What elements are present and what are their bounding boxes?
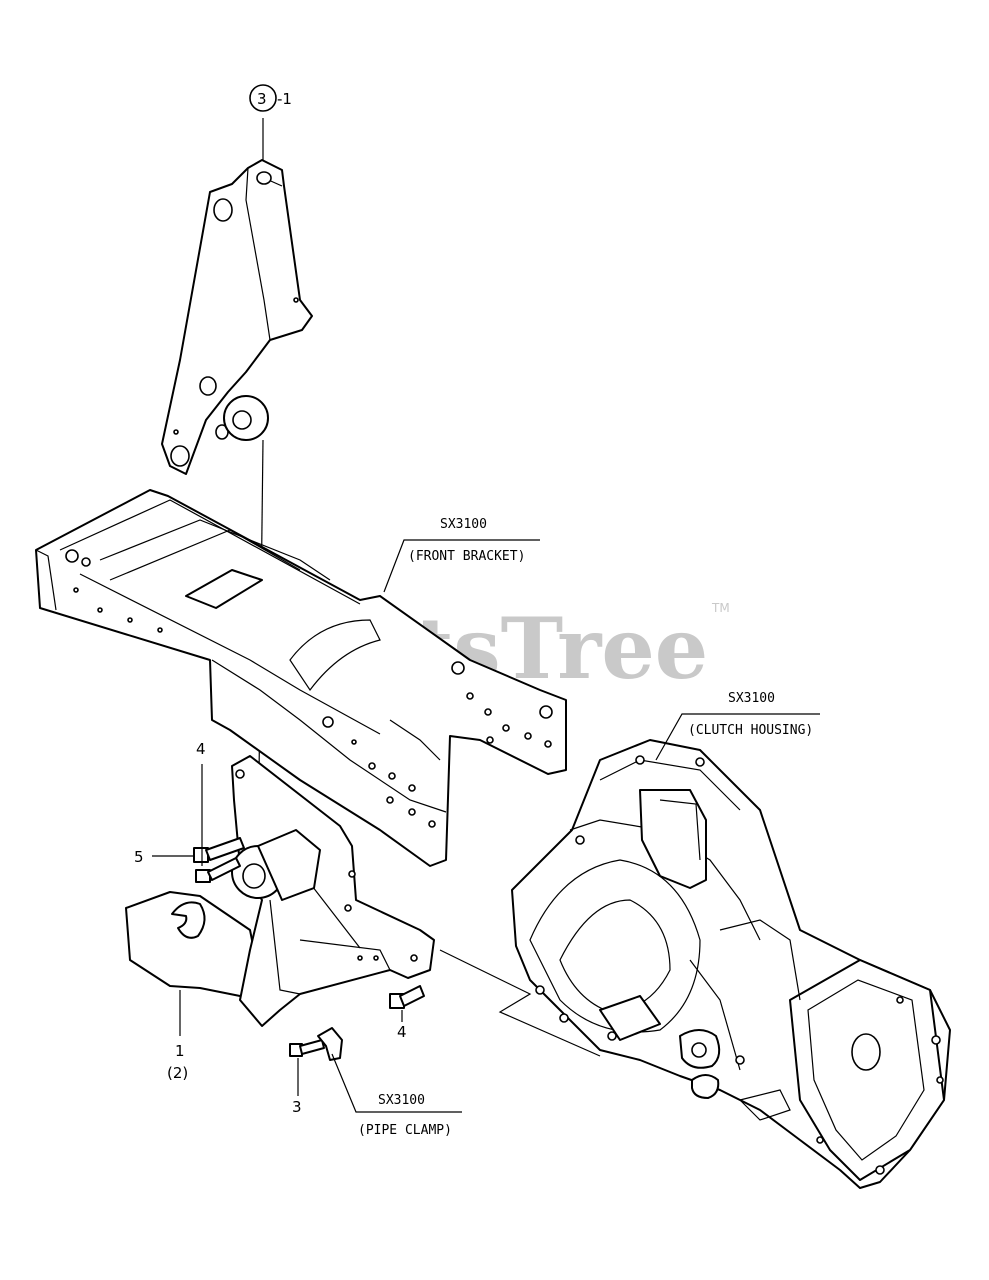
- ref-pipe-clamp-model: SX3100: [378, 1093, 425, 1108]
- clutch-housing[interactable]: [511, 739, 951, 1189]
- ref-front-bracket-leader: [383, 539, 540, 593]
- callout-3-1-suffix: -1: [277, 90, 292, 108]
- bolt-middle[interactable]: [193, 837, 245, 863]
- front-bracket-frame[interactable]: [35, 489, 567, 867]
- ref-front-bracket-model: SX3100: [440, 517, 487, 532]
- callout-1-qty: (2): [167, 1064, 188, 1082]
- ref-clutch-housing[interactable]: SX3100 (CLUTCH HOUSING): [655, 691, 820, 761]
- lower-bracket[interactable]: [125, 755, 435, 1027]
- ref-front-bracket[interactable]: SX3100 (FRONT BRACKET): [383, 517, 540, 593]
- ref-clutch-housing-name: (CLUTCH HOUSING): [688, 723, 813, 738]
- bolt-right[interactable]: [389, 985, 425, 1009]
- ref-clutch-housing-leader: [655, 713, 820, 761]
- bolt-clamp[interactable]: [289, 1027, 343, 1061]
- callout-3-1[interactable]: 3 -1: [249, 84, 292, 112]
- ref-front-bracket-name: (FRONT BRACKET): [408, 549, 525, 564]
- callout-4-upper[interactable]: 4: [196, 740, 206, 758]
- callout-1[interactable]: 1: [175, 1042, 185, 1060]
- ref-clutch-housing-model: SX3100: [728, 691, 775, 706]
- watermark-tm: TM: [711, 601, 730, 615]
- ref-pipe-clamp-leader: [331, 1053, 462, 1113]
- upper-bracket[interactable]: [161, 159, 313, 475]
- callout-3-1-number: 3: [257, 90, 267, 108]
- mount-connection-line: [439, 949, 601, 1057]
- callout-5[interactable]: 5: [134, 848, 144, 866]
- ref-pipe-clamp-name: (PIPE CLAMP): [358, 1123, 452, 1138]
- callout-4-lower[interactable]: 4: [397, 1023, 407, 1041]
- bolt-upper[interactable]: [195, 857, 241, 883]
- callout-3-lower[interactable]: 3: [292, 1098, 302, 1116]
- ref-pipe-clamp[interactable]: SX3100 (PIPE CLAMP): [331, 1053, 462, 1138]
